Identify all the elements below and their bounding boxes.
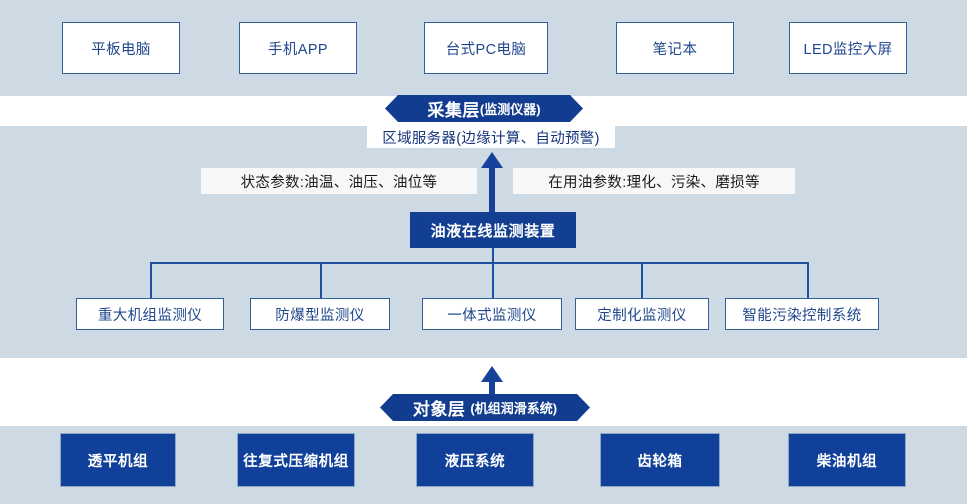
terminal-box-laptop[interactable]: 笔记本 [616, 22, 734, 74]
monitor-box-explosion-proof[interactable]: 防爆型监测仪 [250, 298, 390, 330]
monitor-box-customized[interactable]: 定制化监测仪 [575, 298, 709, 330]
connector-drop-4 [641, 262, 643, 300]
connector-drop-1 [150, 262, 152, 300]
parameter-label-oil-in-use: 在用油参数:理化、污染、磨损等 [513, 168, 795, 194]
banner-object-main: 对象层 [412, 400, 466, 419]
monitor-box-major-unit[interactable]: 重大机组监测仪 [76, 298, 224, 330]
banner-collection-layer: 采集层 (监测仪器) [385, 95, 583, 122]
arrow-head-icon [481, 366, 503, 382]
arrow-shaft [489, 380, 495, 400]
object-box-diesel-unit[interactable]: 柴油机组 [788, 433, 906, 487]
connector-device-down [492, 248, 494, 263]
arrow-head-icon [481, 152, 503, 168]
terminal-box-tablet[interactable]: 平板电脑 [62, 22, 180, 74]
banner-object-layer: 对象层 (机组润滑系统) [380, 394, 590, 421]
terminal-box-led-screen[interactable]: LED监控大屏 [789, 22, 907, 74]
connector-drop-5 [807, 262, 809, 300]
monitor-box-smart-contamination-control[interactable]: 智能污染控制系统 [725, 298, 879, 330]
regional-server-label: 区域服务器(边缘计算、自动预警) [367, 126, 615, 148]
terminal-box-desktop-pc[interactable]: 台式PC电脑 [424, 22, 548, 74]
object-box-turbine-unit[interactable]: 透平机组 [60, 433, 176, 487]
oil-online-monitoring-device[interactable]: 油液在线监测装置 [410, 212, 576, 248]
object-box-gearbox[interactable]: 齿轮箱 [600, 433, 720, 487]
arrow-shaft [489, 166, 495, 212]
banner-collection-main: 采集层 [427, 101, 480, 120]
connector-branch-bus [150, 262, 809, 264]
parameter-label-status: 状态参数:油温、油压、油位等 [201, 168, 477, 194]
terminal-box-mobile-app[interactable]: 手机APP [239, 22, 357, 74]
connector-drop-3 [492, 262, 494, 300]
object-box-reciprocating-compressor[interactable]: 往复式压缩机组 [237, 433, 355, 487]
banner-object-sub: (机组润滑系统) [470, 401, 558, 416]
banner-collection-sub: (监测仪器) [479, 102, 541, 117]
arrow-up-to-server [481, 152, 503, 212]
object-box-hydraulic-system[interactable]: 液压系统 [416, 433, 534, 487]
arrow-up-to-monitoring [481, 366, 503, 400]
connector-drop-2 [320, 262, 322, 300]
monitor-box-integrated[interactable]: 一体式监测仪 [422, 298, 562, 330]
